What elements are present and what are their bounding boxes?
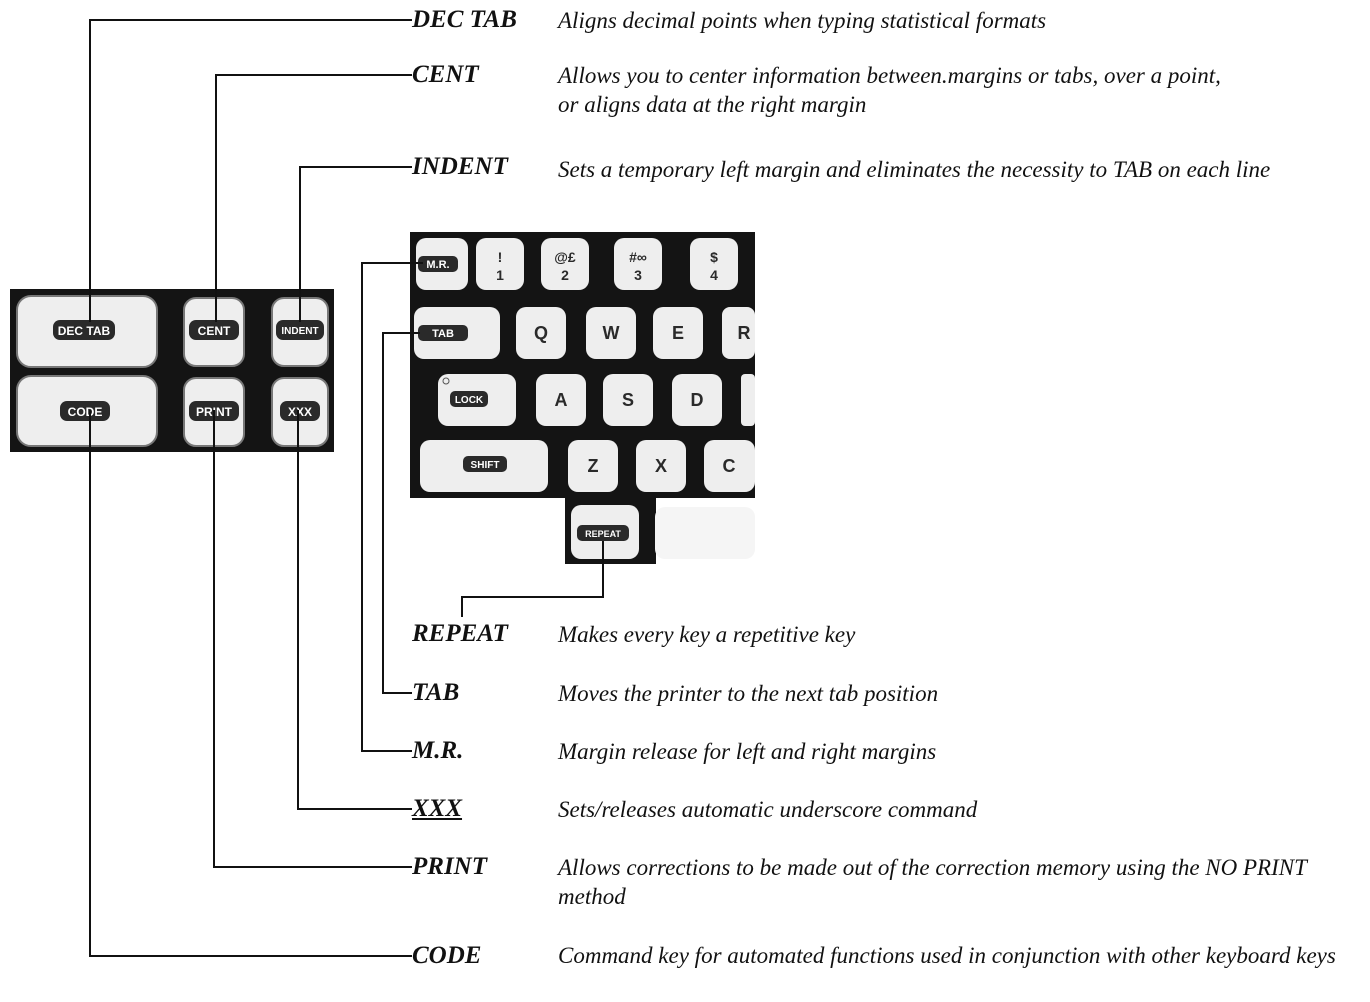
- indent-key: INDENT: [271, 297, 329, 367]
- key-1-top-label: !: [498, 249, 503, 265]
- key-d-label: D: [691, 390, 704, 410]
- key-2-bottom-label: 2: [561, 267, 569, 283]
- label-xxx: XXX: [412, 795, 463, 822]
- label-code: CODE: [412, 942, 482, 969]
- key-q: Q: [516, 307, 566, 359]
- dec-tab-key-label: DEC TAB: [58, 324, 111, 338]
- tab-key-label: TAB: [432, 328, 454, 340]
- label-indent: INDENT: [412, 153, 508, 180]
- key-c-label: C: [723, 456, 736, 476]
- label-mr: M.R.: [412, 737, 464, 764]
- key-e: E: [653, 307, 703, 359]
- key-partial-f: [741, 374, 755, 426]
- key-2-top-label: @£: [554, 249, 576, 265]
- desc-print: Allows corrections to be made out of the…: [558, 855, 1307, 909]
- key-z-label: Z: [588, 456, 599, 476]
- key-s: S: [603, 374, 653, 426]
- key-1-bottom-label: 1: [496, 267, 504, 283]
- leader-line-mr: [361, 262, 423, 752]
- shift-key-label: SHIFT: [471, 460, 500, 471]
- key-4: $ 4: [690, 238, 738, 290]
- key-d: D: [672, 374, 722, 426]
- key-a-label: A: [555, 390, 568, 410]
- key-z: Z: [568, 440, 618, 492]
- label-print: PRINT: [412, 853, 487, 880]
- key-a: A: [536, 374, 586, 426]
- key-3-top-label: #∞: [629, 249, 647, 265]
- key-x-label: X: [655, 456, 667, 476]
- leader-line-code: [89, 410, 412, 957]
- function-key-panel: DEC TAB CENT INDENT CODE PRINT XXX: [10, 289, 334, 452]
- key-2: @£ 2: [541, 238, 589, 290]
- desc-dec-tab: Aligns decimal points when typing statis…: [558, 8, 1047, 33]
- desc-code: Command key for automated functions used…: [558, 943, 1336, 968]
- lock-key-label: LOCK: [455, 395, 484, 406]
- leader-line-dec-tab: [89, 19, 412, 322]
- leader-line-tab: [382, 332, 420, 694]
- lock-key: LOCK: [438, 374, 516, 426]
- key-s-label: S: [622, 390, 634, 410]
- desc-indent: Sets a temporary left margin and elimina…: [558, 157, 1271, 182]
- indent-key-label: INDENT: [281, 326, 318, 337]
- label-tab: TAB: [412, 679, 460, 706]
- tab-key: TAB: [414, 307, 500, 359]
- desc-repeat: Makes every key a repetitive key: [558, 622, 856, 647]
- leader-lines: [89, 19, 604, 957]
- cent-key: CENT: [183, 297, 245, 367]
- dec-tab-key: DEC TAB: [16, 295, 158, 368]
- leader-line-repeat: [461, 541, 604, 617]
- label-repeat: REPEAT: [412, 620, 508, 647]
- desc-xxx: Sets/releases automatic underscore comma…: [558, 797, 978, 822]
- code-key-label: CODE: [68, 405, 103, 419]
- space-bar: [655, 507, 755, 559]
- key-w: W: [586, 307, 636, 359]
- key-x: X: [636, 440, 686, 492]
- key-e-label: E: [672, 323, 684, 343]
- leader-line-cent: [215, 74, 412, 322]
- leader-line-print: [213, 410, 412, 868]
- key-3: #∞ 3: [614, 238, 662, 290]
- key-3-bottom-label: 3: [634, 267, 642, 283]
- desc-cent: Allows you to center information between…: [558, 63, 1221, 117]
- shift-key: SHIFT: [420, 440, 548, 492]
- leader-line-indent: [299, 166, 412, 322]
- desc-mr: Margin release for left and right margin…: [558, 739, 937, 764]
- key-c: C: [704, 440, 755, 492]
- label-dec-tab: DEC TAB: [412, 6, 517, 33]
- keyboard-panel: M.R. ! 1 @£ 2 #∞ 3 $ 4 TAB: [410, 232, 755, 564]
- key-r: R: [722, 307, 755, 359]
- key-4-top-label: $: [710, 249, 718, 265]
- label-cent: CENT: [412, 61, 479, 88]
- desc-tab: Moves the printer to the next tab positi…: [558, 681, 939, 706]
- leader-line-xxx: [297, 410, 412, 810]
- xxx-key: XXX: [271, 377, 329, 447]
- key-w-label: W: [603, 323, 620, 343]
- key-1: ! 1: [476, 238, 524, 290]
- key-r-label: R: [738, 323, 751, 343]
- repeat-key: REPEAT: [571, 505, 639, 559]
- cent-key-label: CENT: [198, 324, 231, 338]
- key-q-label: Q: [534, 323, 548, 343]
- key-4-bottom-label: 4: [710, 267, 718, 283]
- mr-key-label: M.R.: [426, 259, 449, 271]
- xxx-key-label: XXX: [288, 405, 312, 419]
- mr-key: M.R.: [416, 238, 468, 290]
- repeat-key-label: REPEAT: [585, 529, 621, 539]
- code-key: CODE: [16, 375, 158, 447]
